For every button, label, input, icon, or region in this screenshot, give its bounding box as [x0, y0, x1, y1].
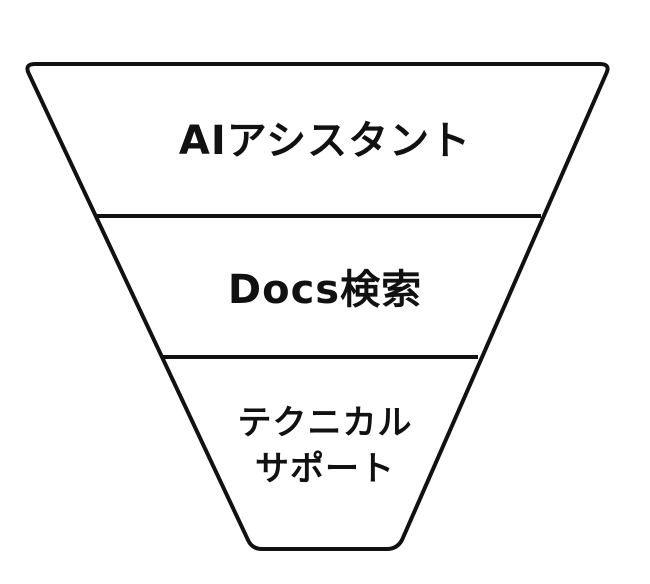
funnel-level-docs-search: Docs検索	[227, 267, 423, 313]
funnel-outline	[25, 62, 610, 551]
funnel-level-ai-assistant: AIアシスタント	[178, 118, 472, 164]
funnel-level-technical-support-line-2: サポート	[255, 449, 395, 489]
funnel-level-technical-support-line-1: テクニカル	[237, 403, 413, 443]
funnel-level-technical-support: テクニカル サポート	[0, 400, 650, 492]
